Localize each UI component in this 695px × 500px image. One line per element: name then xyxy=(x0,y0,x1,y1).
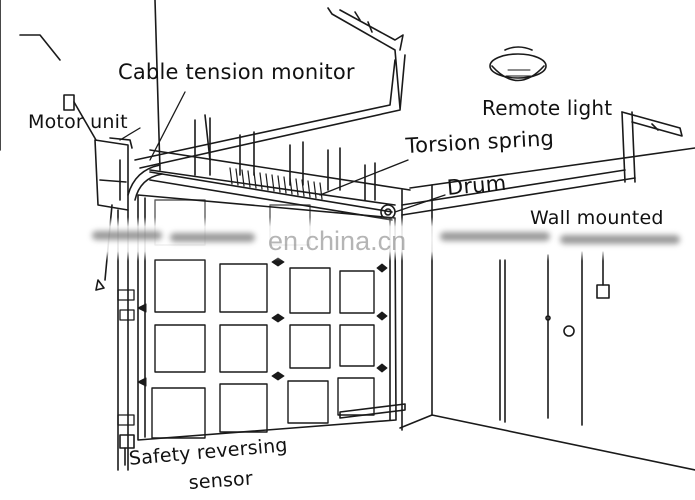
door-bottom-seal xyxy=(339,403,406,419)
label-sensor: sensor xyxy=(188,467,254,494)
track-brackets xyxy=(117,289,135,426)
door-knob xyxy=(563,325,575,337)
ceiling-bracket-right xyxy=(401,111,683,216)
spring-coil xyxy=(229,167,323,200)
watermark-band xyxy=(0,217,695,261)
label-remote-light: Remote light xyxy=(482,96,613,120)
door-hinges xyxy=(137,257,388,387)
label-cable-tension-monitor: Cable tension monitor xyxy=(118,60,355,84)
opener-rail xyxy=(134,7,406,169)
label-motor-unit: Motor unit xyxy=(28,111,128,133)
label-drum: Drum xyxy=(446,170,508,200)
side-door xyxy=(545,251,583,426)
label-wall-mounted: Wall mounted xyxy=(530,207,664,229)
safety-sensor xyxy=(119,434,135,466)
watermark-text: en.china.cn xyxy=(268,226,407,256)
remote-light xyxy=(489,46,547,82)
leader-lines xyxy=(119,91,446,213)
